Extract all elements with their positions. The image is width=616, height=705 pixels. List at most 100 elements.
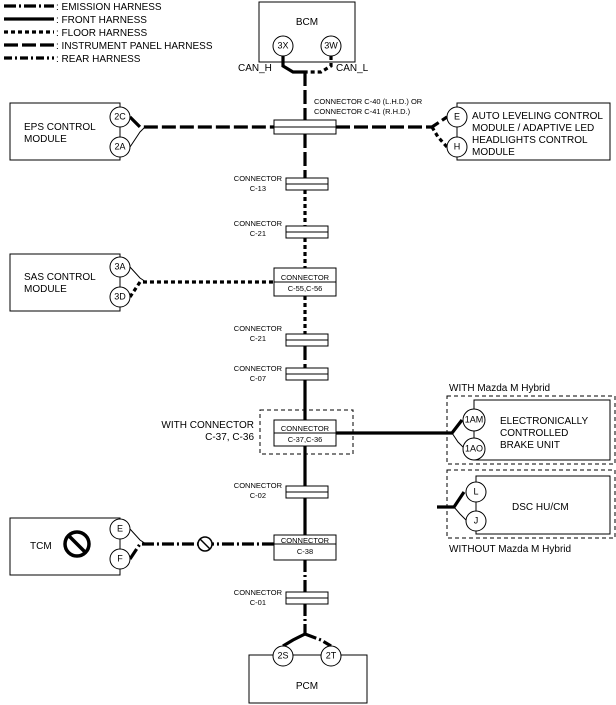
legend-emission-label: : EMISSION HARNESS [56, 2, 162, 13]
auto-leveling-pin-e-label: E [454, 111, 460, 121]
connector-c13-label-2: C-13 [250, 184, 266, 193]
sas-label-2: MODULE [24, 284, 67, 295]
eps-2a-wire [129, 126, 146, 148]
ecbu-module: ELECTRONICALLY CONTROLLED BRAKE UNIT [473, 399, 611, 461]
connector-c13: CONNECTOR C-13 [234, 174, 329, 193]
bcm-module: BCM [258, 1, 356, 63]
with-hybrid-frame [446, 395, 616, 465]
connector-c37-label-1: CONNECTOR [281, 424, 330, 433]
dsc-pin-l [465, 481, 487, 503]
pcm-label: PCM [296, 681, 318, 692]
connector-c21b-label-2: C-21 [250, 334, 266, 343]
tcm-pin-f-label: F [117, 553, 123, 563]
ecbu-pin-1ao-label: 1AO [465, 443, 483, 453]
sas-box [9, 253, 121, 312]
sas-pin-3a [109, 256, 131, 278]
connector-c37: CONNECTOR C-37,C-36 [273, 419, 337, 447]
auto-leveling-label-1: AUTO LEVELING CONTROL [472, 111, 603, 122]
connector-c38: CONNECTOR C-38 [273, 534, 337, 561]
prohibited-icon [63, 530, 91, 558]
eps-2c-wire [128, 115, 274, 129]
tcm-e-wire [129, 528, 147, 545]
with-connector-label-2: C-37, C-36 [205, 432, 254, 443]
connector-c01-label-2: C-01 [250, 598, 266, 607]
bcm-pin-3x-label: 3X [277, 40, 288, 50]
ecbu-box [473, 399, 611, 461]
bcm-pin-3w [320, 35, 342, 57]
tcm-module: TCM [9, 517, 121, 576]
sas-pin-3a-label: 3A [114, 261, 125, 271]
dsc-pin-j [465, 510, 487, 532]
auto-leveling-pin-h-label: H [454, 141, 461, 151]
auto-leveling-label-2: MODULE / ADAPTIVE LED [472, 123, 594, 134]
can-l-label: CAN_L [336, 63, 369, 74]
dsc-pin-l-label: L [473, 486, 478, 496]
auto-leveling-label-3: HEADLIGHTS CONTROL [472, 135, 588, 146]
legend-ip-label: : INSTRUMENT PANEL HARNESS [56, 41, 213, 52]
ecbu-label-2: CONTROLLED [500, 428, 568, 439]
sas-3a-wire [129, 266, 147, 283]
ecbu-label-1: ELECTRONICALLY [500, 416, 589, 427]
pcm-2t-wire [304, 632, 332, 648]
pcm-module: PCM [248, 654, 368, 704]
auto-leveling-pin-h [446, 136, 468, 158]
connector-c38-label-1: CONNECTOR [281, 536, 330, 545]
without-hybrid-label: WITHOUT Mazda M Hybrid [449, 544, 571, 555]
bcm-pin-3x [272, 35, 294, 57]
auto-leveling-pin-e [446, 106, 468, 128]
connector-c01: CONNECTOR C-01 [234, 588, 329, 607]
connector-c37-label-2: C-37,C-36 [288, 435, 323, 444]
eps-module: EPS CONTROL MODULE [9, 102, 121, 161]
connector-c13-label-1: CONNECTOR [234, 174, 283, 183]
pcm-pin-2s [272, 645, 294, 667]
main-connector-label-1: CONNECTOR C-40 (L.H.D.) OR [314, 97, 423, 106]
eps-label-1: EPS CONTROL [24, 122, 96, 133]
dsc-pin-j-label: J [474, 515, 479, 525]
without-hybrid-frame [446, 469, 616, 539]
eps-pin-2c [109, 106, 131, 128]
auto-leveling-box [456, 102, 611, 161]
ecbu-1ao-wire [451, 432, 465, 449]
legend: : EMISSION HARNESS : FRONT HARNESS : FLO… [4, 2, 213, 65]
legend-rear-label: : REAR HARNESS [56, 54, 141, 65]
dsc-module: DSC HU/CM [475, 475, 611, 535]
eps-pin-2a [109, 136, 131, 158]
connector-c55-label-2: C-55,C-56 [288, 284, 323, 293]
main-connector-label-2: CONNECTOR C-41 (R.H.D.) [314, 107, 411, 116]
bcm-box [258, 1, 356, 63]
with-connector-label-1: WITH CONNECTOR [161, 420, 254, 431]
tcm-pin-f [109, 548, 131, 570]
auto-leveling-e-wire [336, 115, 448, 129]
legend-front-label: : FRONT HARNESS [56, 15, 147, 26]
dsc-label: DSC HU/CM [512, 502, 569, 513]
dsc-l-wire [437, 491, 466, 509]
auto-leveling-module: AUTO LEVELING CONTROL MODULE / ADAPTIVE … [456, 102, 611, 161]
pcm-pin-2t-label: 2T [326, 650, 337, 660]
pcm-pin-2t [320, 645, 342, 667]
eps-pin-2a-label: 2A [114, 141, 125, 151]
ecbu-pin-1am-label: 1AM [465, 414, 484, 424]
connector-c21a: CONNECTOR C-21 [234, 219, 329, 239]
bcm-can-h-wire [281, 56, 305, 74]
connector-c02: CONNECTOR C-02 [234, 481, 329, 500]
pcm-pin-2s-label: 2S [277, 650, 288, 660]
legend-floor-label: : FLOOR HARNESS [56, 28, 147, 39]
connector-c55-label-1: CONNECTOR [281, 273, 330, 282]
bcm-can-l-wire [305, 56, 333, 74]
connector-c07: CONNECTOR C-07 [234, 364, 329, 383]
ecbu-1am-wire [336, 419, 464, 435]
connector-c21b: CONNECTOR C-21 [234, 324, 329, 347]
tcm-label: TCM [30, 541, 52, 552]
eps-label-2: MODULE [24, 134, 67, 145]
pcm-2s-wire [282, 632, 306, 648]
tcm-pin-e [109, 518, 131, 540]
ecbu-pin-1ao [462, 437, 486, 461]
sas-pin-3d [109, 286, 131, 308]
connector-c21b-label-1: CONNECTOR [234, 324, 283, 333]
dsc-box [475, 475, 611, 535]
tcm-f-wire [128, 542, 274, 560]
connector-c02-label-2: C-02 [250, 491, 266, 500]
eps-box [9, 102, 121, 161]
bcm-pin-3w-label: 3W [324, 40, 338, 50]
sas-pin-3d-label: 3D [114, 291, 126, 301]
